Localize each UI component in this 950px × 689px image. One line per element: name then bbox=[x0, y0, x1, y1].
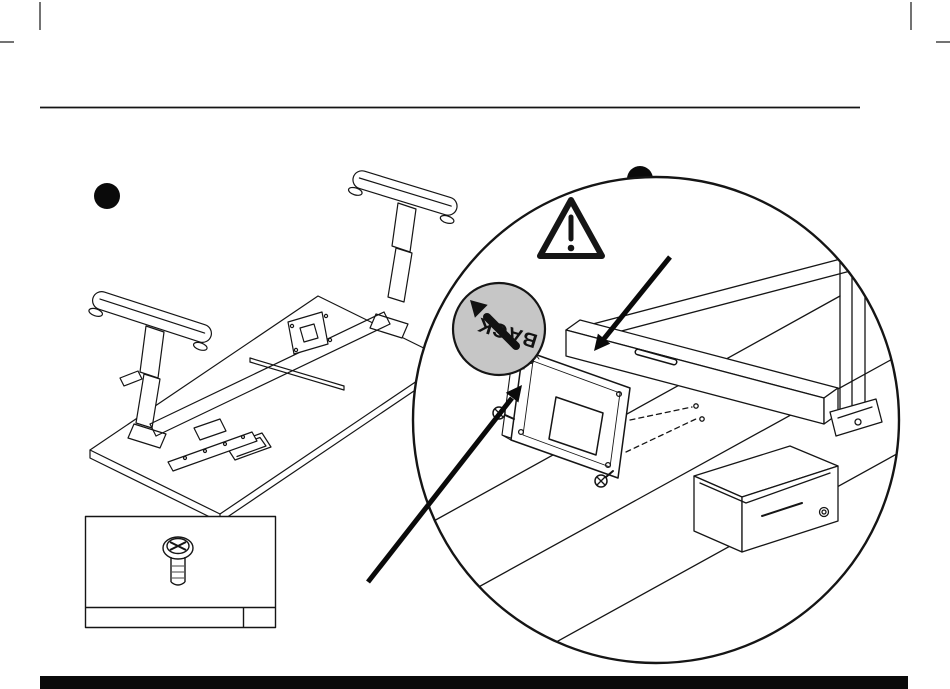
mounting-bracket-small bbox=[287, 311, 333, 355]
warning-icon bbox=[537, 197, 605, 259]
arrow-bottom-left bbox=[366, 385, 522, 584]
screw-icon bbox=[162, 536, 194, 586]
parts-box bbox=[84, 515, 277, 629]
desk-column-right bbox=[369, 202, 417, 339]
desk-crossbeam bbox=[149, 311, 391, 437]
arrow-up-left-icon bbox=[470, 300, 520, 350]
alignment-dashed-lines bbox=[625, 406, 699, 453]
desk-frame-overview bbox=[88, 170, 458, 523]
step-badge-overview bbox=[94, 183, 120, 209]
control-box bbox=[693, 445, 839, 553]
mounting-plate bbox=[501, 344, 631, 479]
footer-bar bbox=[40, 676, 908, 689]
screw-bottom bbox=[594, 470, 614, 488]
crossbeam-rail bbox=[565, 319, 839, 425]
detail-contents: BACK bbox=[431, 197, 899, 663]
desk-foot-right bbox=[347, 170, 458, 224]
back-callout: BACK bbox=[451, 281, 547, 377]
instruction-arrows bbox=[366, 255, 672, 584]
loose-rod bbox=[249, 357, 345, 391]
arrow-top-right bbox=[594, 255, 672, 351]
loose-parts bbox=[119, 370, 272, 472]
desk-foot-left bbox=[88, 291, 213, 351]
crop-marks bbox=[0, 2, 950, 43]
detail-view: BACK bbox=[366, 175, 901, 665]
desk-column-left bbox=[127, 325, 167, 449]
